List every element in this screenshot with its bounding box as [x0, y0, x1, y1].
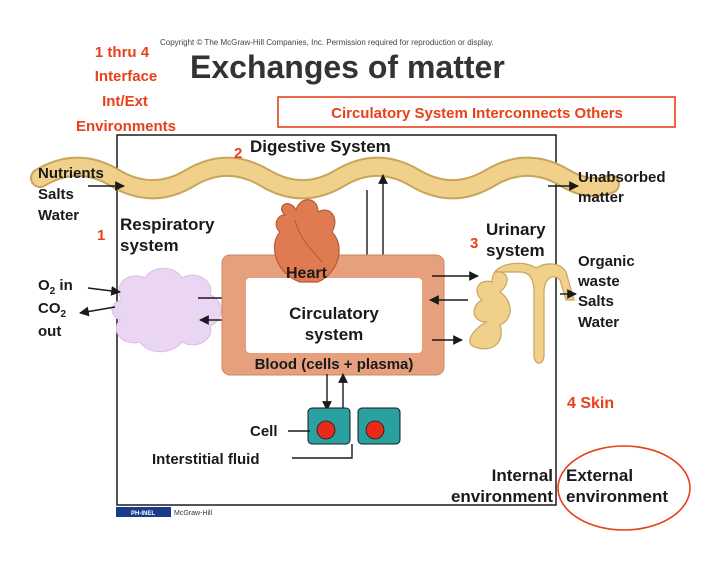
annotation-box: Circulatory System Interconnects Others: [277, 96, 676, 128]
internal-environment-frame: [116, 134, 557, 506]
input-water: Water: [38, 207, 79, 224]
output-unabsorbed: Unabsorbed: [578, 169, 666, 186]
output-matter: matter: [578, 189, 624, 206]
label-cell: Cell: [250, 423, 278, 440]
annotation-left-line: Environments: [76, 118, 176, 135]
external-highlight-ellipse: [557, 445, 691, 531]
label-blood: Blood (cells + plasma): [255, 356, 414, 373]
output-salts: Salts: [578, 293, 614, 310]
gas-out-label-rest: out: [38, 323, 61, 340]
lungs-cloud: [111, 267, 222, 353]
annotation-left: 1 thru 4 Interface Int/Ext Environments: [76, 44, 176, 135]
cell-left: [307, 407, 351, 445]
page-title: Exchanges of matter: [190, 49, 505, 85]
label-digestive-system: Digestive System: [250, 137, 391, 156]
footer-logo-text: PH-INEL: [131, 511, 155, 517]
copyright-text: Copyright © The McGraw-Hill Companies, I…: [160, 38, 494, 47]
output-organic: Organic: [578, 253, 635, 270]
output-waste: waste: [577, 273, 620, 290]
cell-right: [357, 407, 401, 445]
circulatory-inner: [246, 278, 422, 353]
label-heart: Heart: [286, 265, 328, 282]
annotation-left-line: Int/Ext: [102, 93, 148, 110]
label-internal-environment: environment: [451, 487, 553, 506]
label-respiratory: Respiratory: [120, 215, 215, 234]
label-urinary: Urinary: [486, 220, 546, 239]
kidney-tubule: [469, 262, 575, 364]
input-nutrients: Nutrients: [38, 165, 104, 182]
cell-nucleus: [316, 420, 336, 440]
number-digestive: 2: [234, 145, 242, 162]
number-respiratory: 1: [97, 227, 105, 244]
footer-logo: PH-INEL McGraw-Hill: [116, 507, 213, 517]
heart-illustration: [273, 199, 340, 283]
label-external: External: [566, 466, 633, 485]
output-water: Water: [578, 314, 619, 331]
input-salts: Salts: [38, 186, 74, 203]
annotation-left-line: Interface: [95, 68, 158, 85]
number-urinary: 3: [470, 235, 478, 252]
label-circulatory-system: system: [305, 325, 364, 344]
label-external-environment: environment: [566, 487, 668, 506]
cell-nucleus: [365, 420, 385, 440]
label-respiratory-system: system: [120, 236, 179, 255]
label-interstitial-fluid: Interstitial fluid: [152, 451, 260, 468]
footer-publisher: McGraw-Hill: [174, 510, 213, 517]
annotation-left-line: 1 thru 4: [95, 44, 150, 61]
gas-out-label: CO2: [38, 300, 67, 320]
label-urinary-system: system: [486, 241, 545, 260]
label-skin: 4 Skin: [567, 395, 614, 412]
label-circulatory: Circulatory: [289, 304, 379, 323]
annotation-box-text: Circulatory System Interconnects Others: [331, 105, 623, 122]
label-internal: Internal: [492, 466, 553, 485]
gas-in-label: O2 in: [38, 277, 73, 297]
